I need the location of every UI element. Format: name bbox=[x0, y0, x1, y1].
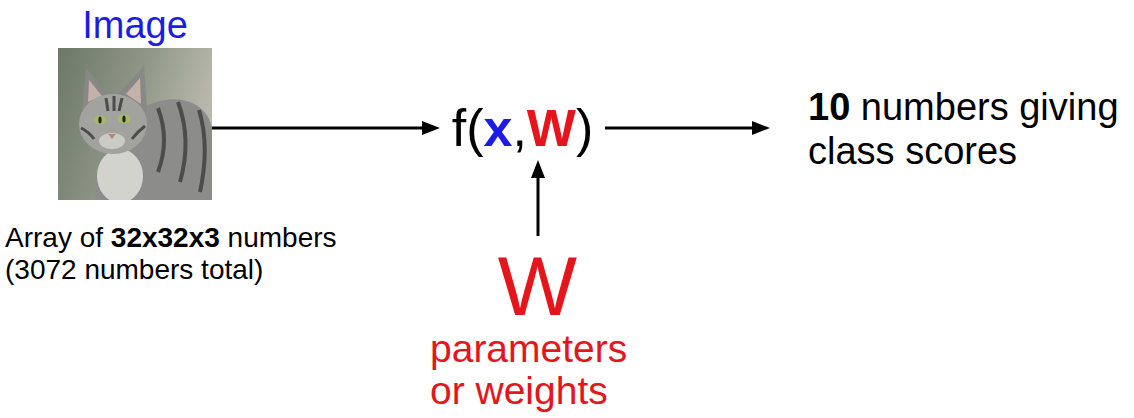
cat-muzzle bbox=[99, 133, 125, 149]
fur-stripe bbox=[81, 128, 94, 139]
output-scores: 10 numbers giving class scores bbox=[770, 85, 1134, 175]
fur-stripe bbox=[158, 108, 164, 172]
fur-stripe bbox=[113, 96, 116, 111]
fur-stripe bbox=[106, 98, 108, 111]
output-description: 10 numbers giving class scores bbox=[808, 85, 1134, 173]
input-heading: Image bbox=[58, 5, 212, 45]
flow-arrow bbox=[212, 127, 430, 130]
flow-arrow bbox=[537, 170, 540, 236]
fur-stripe bbox=[119, 98, 122, 111]
cat-eye bbox=[94, 116, 107, 125]
flow-arrow bbox=[605, 127, 760, 130]
fur-stripe bbox=[199, 110, 205, 192]
function-box: f(x,W) bbox=[440, 96, 605, 160]
weights-parameter: Wparameters or weights bbox=[430, 236, 645, 416]
cat-head bbox=[79, 94, 147, 154]
cat-nose bbox=[108, 134, 116, 139]
fur-stripe bbox=[178, 102, 186, 182]
function-label: f(x,W) bbox=[452, 98, 594, 158]
cat-eye bbox=[118, 115, 131, 124]
cat-pupil bbox=[122, 115, 125, 122]
weights-symbol: W bbox=[430, 236, 645, 328]
input-description: Array of 32x32x3 numbers (3072 numbers t… bbox=[5, 222, 365, 286]
fur-stripe bbox=[132, 126, 145, 139]
weights-description: parameters or weights bbox=[430, 328, 645, 412]
image-input: ImageArray of 32x32x3 numbers (3072 numb… bbox=[58, 48, 212, 200]
cat-chest bbox=[97, 149, 143, 200]
cat-photo bbox=[58, 48, 212, 200]
cat-pupil bbox=[98, 116, 101, 123]
